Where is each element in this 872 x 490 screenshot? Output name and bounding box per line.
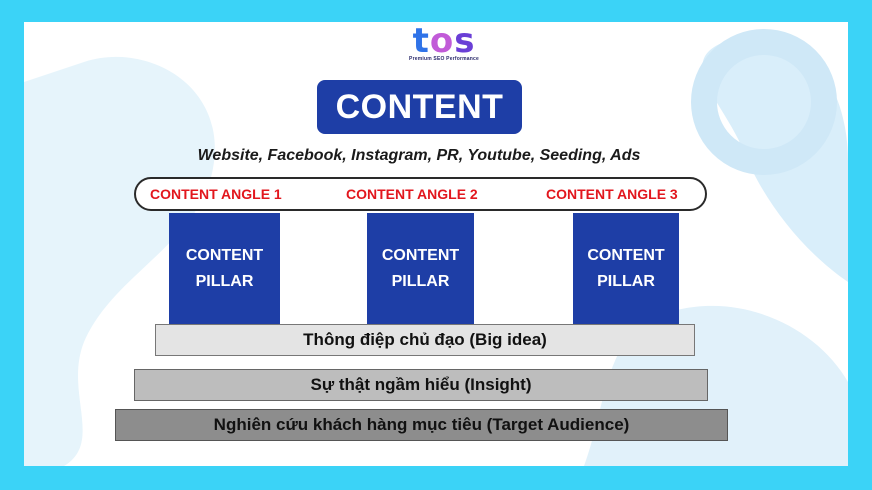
content-title: CONTENT bbox=[317, 80, 522, 134]
pillar-1-line2: PILLAR bbox=[195, 272, 254, 290]
content-pillar-2: CONTENT PILLAR bbox=[367, 213, 474, 324]
tier-insight: Sự thật ngầm hiểu (Insight) bbox=[134, 369, 708, 401]
content-angle-2: CONTENT ANGLE 2 bbox=[346, 186, 478, 202]
tier-big-idea: Thông điệp chủ đạo (Big idea) bbox=[155, 324, 695, 356]
brand-logo: tos Premium SEO Performance bbox=[384, 24, 504, 72]
logo-mark: tos bbox=[412, 22, 476, 61]
content-angles-bar bbox=[134, 177, 707, 211]
pillar-2-line1: CONTENT bbox=[381, 246, 460, 264]
content-pillar-3: CONTENT PILLAR bbox=[573, 213, 679, 324]
content-pillar-1: CONTENT PILLAR bbox=[169, 213, 280, 324]
pillar-3-line2: PILLAR bbox=[597, 272, 655, 290]
tier-target-audience: Nghiên cứu khách hàng mục tiêu (Target A… bbox=[115, 409, 728, 441]
content-angle-3: CONTENT ANGLE 3 bbox=[546, 186, 678, 202]
diagram-frame: tos Premium SEO Performance CONTENT Webs… bbox=[24, 22, 848, 466]
channels-list: Website, Facebook, Instagram, PR, Youtub… bbox=[197, 147, 641, 164]
logo-tagline: Premium SEO Performance bbox=[409, 56, 479, 62]
content-angle-1: CONTENT ANGLE 1 bbox=[150, 186, 282, 202]
pillar-3-line1: CONTENT bbox=[587, 246, 665, 264]
pillar-2-line2: PILLAR bbox=[391, 272, 450, 290]
pillar-1-line1: CONTENT bbox=[185, 246, 264, 264]
